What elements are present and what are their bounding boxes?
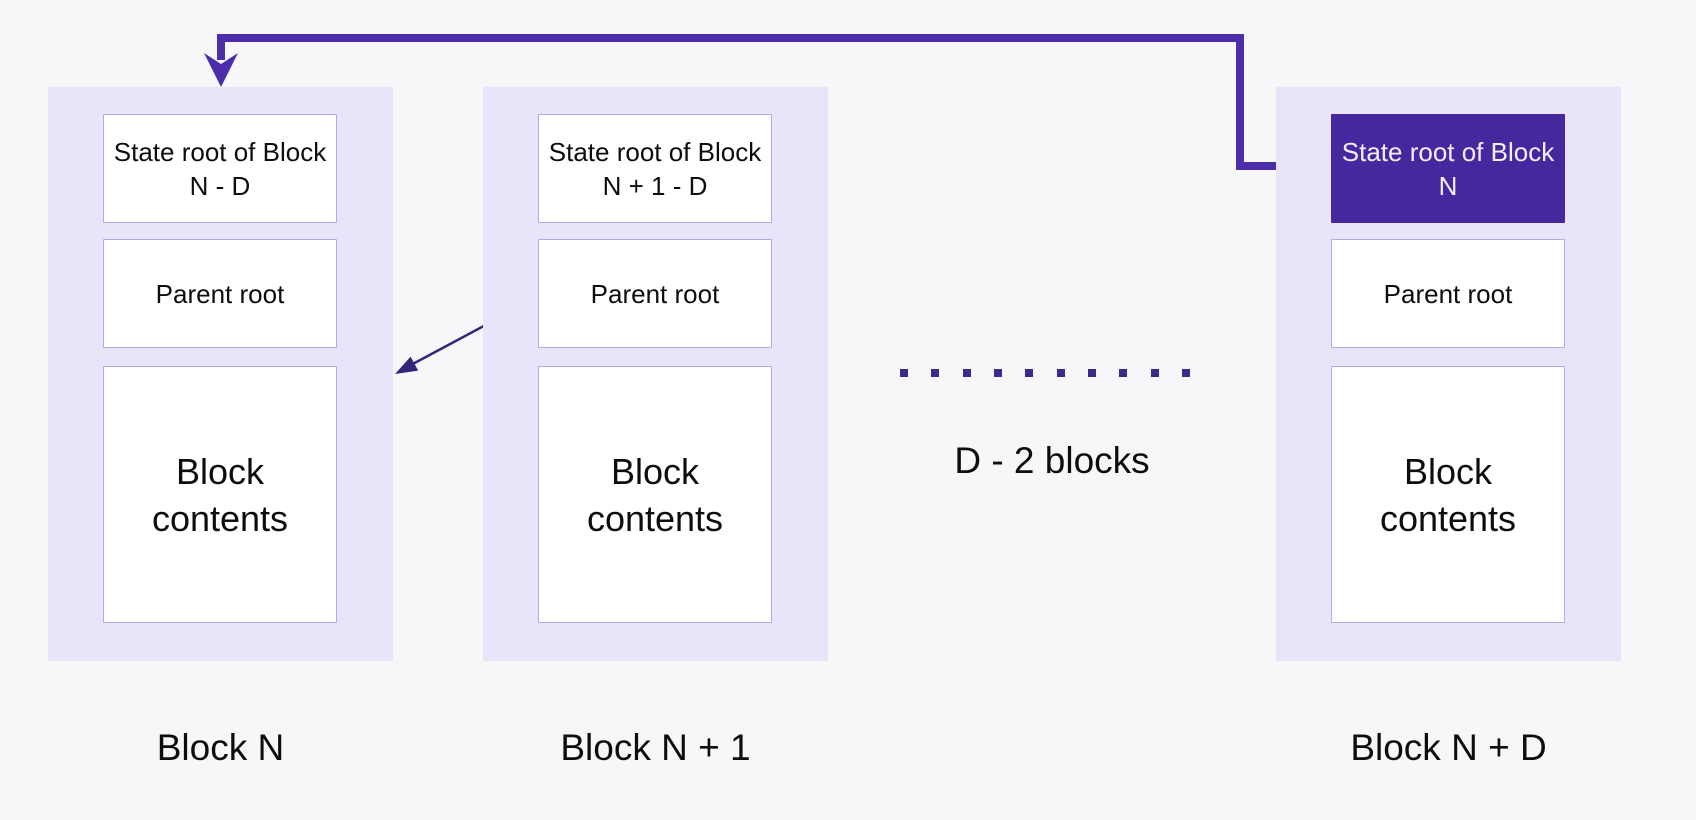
block-contents-box: Block contents (538, 366, 772, 623)
dot-icon (900, 369, 908, 377)
block-contents-box: Block contents (1331, 366, 1565, 623)
block-contents-box: Block contents (103, 366, 337, 623)
parent-root-box: Parent root (103, 239, 337, 348)
block-panel-n-plus-1: State root of Block N + 1 - D Parent roo… (483, 87, 828, 661)
dot-icon (1087, 369, 1096, 377)
block-n-plus-1-label: Block N + 1 (560, 727, 751, 768)
dot-icon (1056, 369, 1065, 377)
dot-icon (1181, 369, 1190, 377)
dot-icon (1119, 369, 1128, 377)
dot-icon (1025, 369, 1034, 377)
dot-icon (962, 369, 971, 377)
parent-root-box: Parent root (538, 239, 772, 348)
state-root-box: State root of Block N - D (103, 114, 337, 223)
arrowhead-thin-icon (395, 356, 419, 374)
block-panel-n-plus-d: State root of Block N Parent root Block … (1276, 87, 1621, 661)
block-n-label: Block N (156, 727, 285, 768)
state-root-box-highlighted: State root of Block N (1331, 114, 1565, 223)
arrowhead-down-icon (204, 53, 238, 87)
state-root-box: State root of Block N + 1 - D (538, 114, 772, 223)
block-panel-n: State root of Block N - D Parent root Bl… (48, 87, 393, 661)
parent-root-box: Parent root (1331, 239, 1565, 348)
dot-icon (931, 369, 940, 377)
block-n-plus-d-label: Block N + D (1350, 727, 1547, 768)
dot-icon (993, 369, 1002, 377)
ellipsis-dots-icon (900, 369, 1190, 377)
dot-icon (1150, 369, 1159, 377)
ellipsis-label: D - 2 blocks (954, 440, 1150, 481)
